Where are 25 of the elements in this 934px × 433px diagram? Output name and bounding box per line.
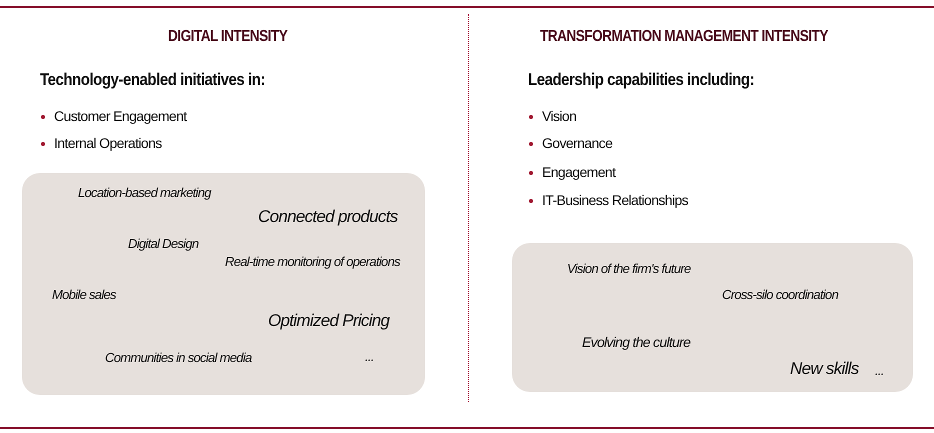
- keyword-text: Real-time monitoring of operations: [225, 254, 400, 269]
- subheading-text: Leadership capabilities including:: [528, 70, 754, 90]
- rounded-panel: [512, 243, 913, 392]
- column-heading: TRANSFORMATION MANAGEMENT INTENSITY: [540, 28, 828, 46]
- keyword-text: Optimized Pricing: [268, 311, 390, 331]
- keyword-text: Digital Design: [128, 236, 198, 251]
- bullet-item: Internal Operations: [40, 135, 162, 151]
- keyword-text: Location-based marketing: [78, 185, 211, 200]
- column-heading: DIGITAL INTENSITY: [168, 28, 288, 46]
- bullet-item: IT-Business Relationships: [528, 192, 688, 208]
- keyword-text: Connected products: [258, 207, 398, 227]
- keyword-text: Cross-silo coordination: [722, 287, 838, 302]
- bullet-item: Customer Engagement: [40, 108, 187, 124]
- bullet-item: Vision: [528, 108, 576, 124]
- keyword-text: Vision of the firm's future: [567, 261, 691, 276]
- rounded-panel: [22, 173, 425, 395]
- bullet-item: Engagement: [528, 164, 616, 180]
- keyword-text: ...: [365, 349, 374, 364]
- keyword-text: Mobile sales: [52, 287, 116, 302]
- bullet-item: Governance: [528, 135, 612, 151]
- keyword-text: New skills: [790, 359, 859, 379]
- keyword-text: Communities in social media: [105, 350, 252, 365]
- keyword-text: ...: [875, 363, 884, 378]
- subheading-text: Technology-enabled initiatives in:: [40, 70, 265, 90]
- keyword-text: Evolving the culture: [582, 334, 690, 350]
